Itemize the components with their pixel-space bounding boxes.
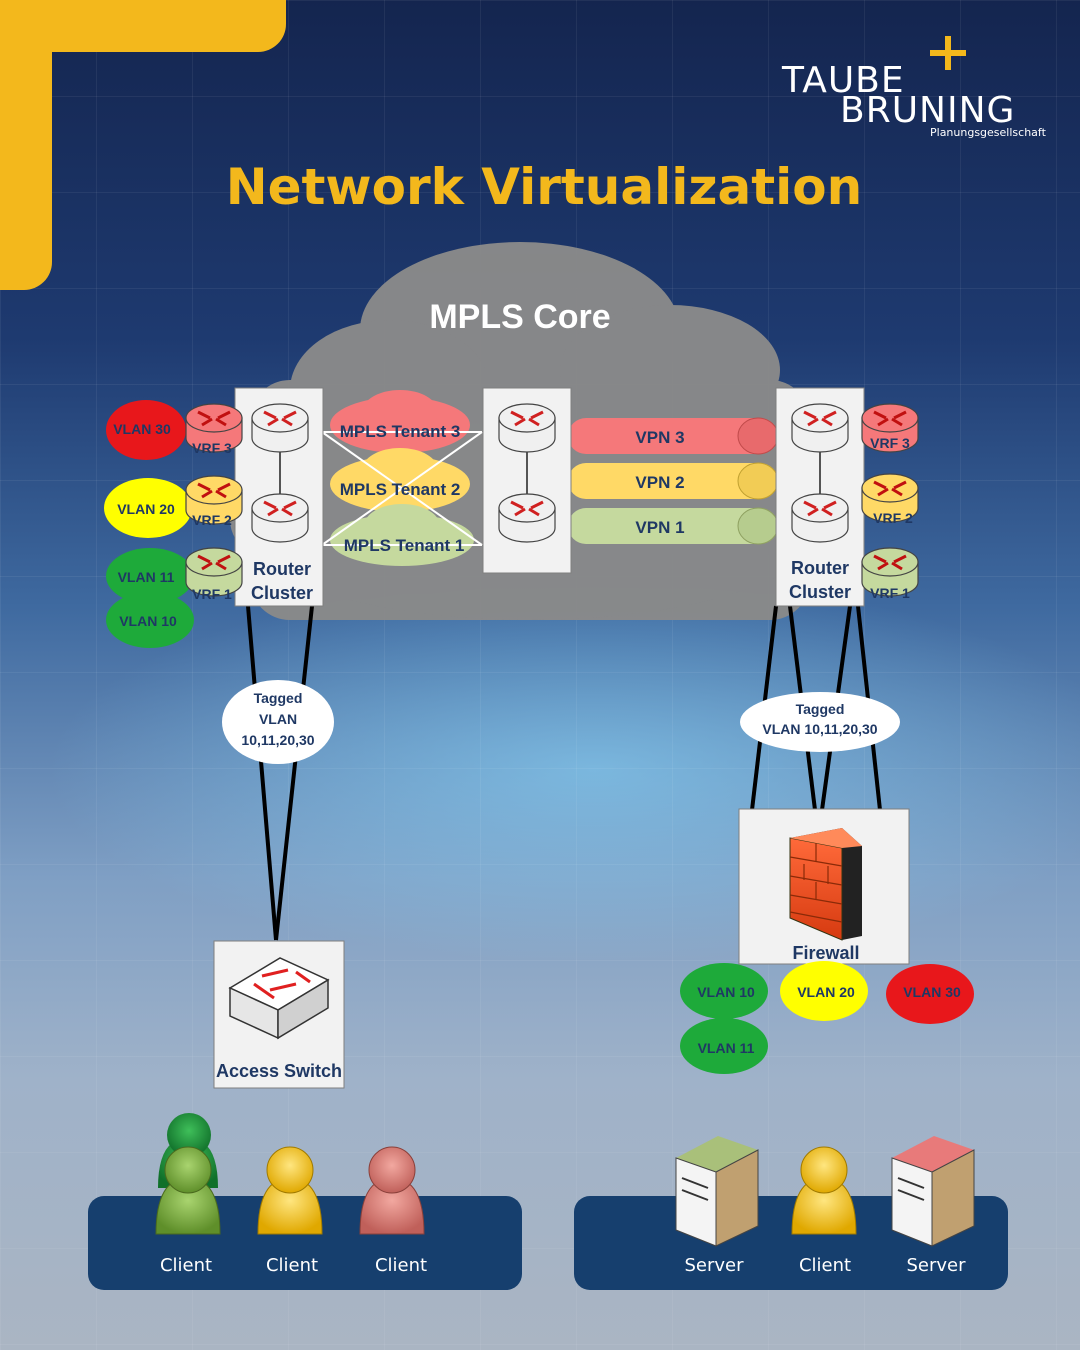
vlan-badge (106, 400, 186, 460)
user-icon (155, 1146, 221, 1235)
vlan-badge (886, 964, 974, 1024)
trunk-label: Tagged (254, 690, 303, 706)
vpn-label: VPN 1 (635, 518, 684, 537)
vlan-label: VLAN 11 (118, 569, 175, 585)
vpn-tube-3-icon (568, 417, 779, 455)
client-label: Client (265, 1255, 319, 1276)
trunk-label: Tagged (796, 701, 845, 717)
vlan-badge (680, 1018, 768, 1074)
vrf-3-router-icon (861, 403, 919, 453)
left-trunk-ellipse (222, 680, 334, 764)
client-label: Client (798, 1255, 852, 1276)
router-icon (251, 493, 309, 543)
router-cluster-label: Cluster (789, 582, 851, 602)
firewall-icon (789, 828, 862, 941)
server-icon (891, 1136, 975, 1247)
router-cluster-label: Router (791, 558, 849, 578)
tenant-links (321, 431, 483, 546)
user-icon (791, 1146, 857, 1235)
server-label: Server (906, 1255, 966, 1276)
tenant-label: MPLS Tenant 2 (340, 480, 461, 499)
vlan-label: VLAN 10 (119, 613, 177, 629)
server-icon (675, 1136, 759, 1247)
vpn-tube-1-icon (568, 507, 779, 545)
vrf-label: VRF 3 (192, 440, 232, 456)
vpn-tube-2-icon (568, 462, 779, 500)
router-cluster-label: Router (253, 559, 311, 579)
router-icon (791, 493, 849, 543)
trunk-label: VLAN 10,11,20,30 (762, 721, 877, 737)
tenant-cloud-3-icon (330, 390, 470, 453)
logo-plus-icon-vertical (945, 36, 951, 70)
client-label: Client (374, 1255, 428, 1276)
access-switch-label: Access Switch (216, 1061, 342, 1081)
mpls-core-label: MPLS Core (429, 298, 610, 336)
router-icon (498, 403, 556, 453)
vlan-label: VLAN 30 (903, 984, 961, 1000)
vlan-label: VLAN 20 (117, 501, 175, 517)
tenant-cloud-2-icon (330, 448, 470, 512)
router-icon (498, 493, 556, 543)
vlan-label: VLAN 10 (697, 984, 755, 1000)
vrf-3-router-icon (185, 403, 243, 453)
tenant-cloud-1-icon (330, 504, 474, 566)
vrf-label: VRF 3 (870, 435, 910, 451)
tenant-label: MPLS Tenant 1 (344, 536, 465, 555)
user-icon (257, 1146, 323, 1235)
logo-subtitle: Planungsgesellschaft (930, 126, 1046, 139)
vrf-1-router-icon (861, 547, 919, 597)
switch-icon (228, 957, 330, 1040)
vrf-2-router-icon (185, 475, 243, 525)
vlan-badge (780, 961, 868, 1021)
right-trunk-ellipse (740, 692, 900, 752)
vrf-label: VRF 1 (192, 586, 232, 602)
logo-line1: TAUBE (782, 60, 905, 101)
tenant-label: MPLS Tenant 3 (340, 422, 461, 441)
router-icons (251, 403, 849, 543)
vlan-label: VLAN 11 (698, 1040, 755, 1056)
vrf-label: VRF 1 (870, 585, 910, 601)
vrf-icons: VRF 3 VRF 2 VRF 1 VRF 3 VRF 2 VRF 1 (185, 403, 919, 602)
vrf-label: VRF 2 (192, 512, 232, 528)
corner-accent-left (0, 0, 52, 290)
trunk-label: VLAN (259, 711, 297, 727)
logo-line2: BRUNING (840, 90, 1016, 131)
vrf-1-router-icon (185, 547, 243, 597)
server-label: Server (684, 1255, 744, 1276)
vlan-badge (106, 592, 194, 648)
vlan-label: VLAN 20 (797, 984, 855, 1000)
vlan-badge (680, 963, 768, 1019)
vpn-label: VPN 3 (635, 428, 684, 447)
vlan-badge (106, 548, 194, 604)
trunk-label: 10,11,20,30 (241, 732, 314, 748)
router-stack-links (279, 445, 821, 500)
client-label: Client (159, 1255, 213, 1276)
user-icon (359, 1146, 425, 1235)
firewall-label: Firewall (792, 943, 859, 963)
router-cluster-label: Cluster (251, 583, 313, 603)
page-title: Network Virtualization (225, 158, 863, 216)
router-icon (251, 403, 309, 453)
router-icon (791, 403, 849, 453)
vlan-label: VLAN 30 (113, 421, 171, 437)
vpn-label: VPN 2 (635, 473, 684, 492)
vlan-badge (104, 478, 192, 538)
vrf-2-router-icon (861, 473, 919, 523)
vrf-label: VRF 2 (873, 510, 913, 526)
